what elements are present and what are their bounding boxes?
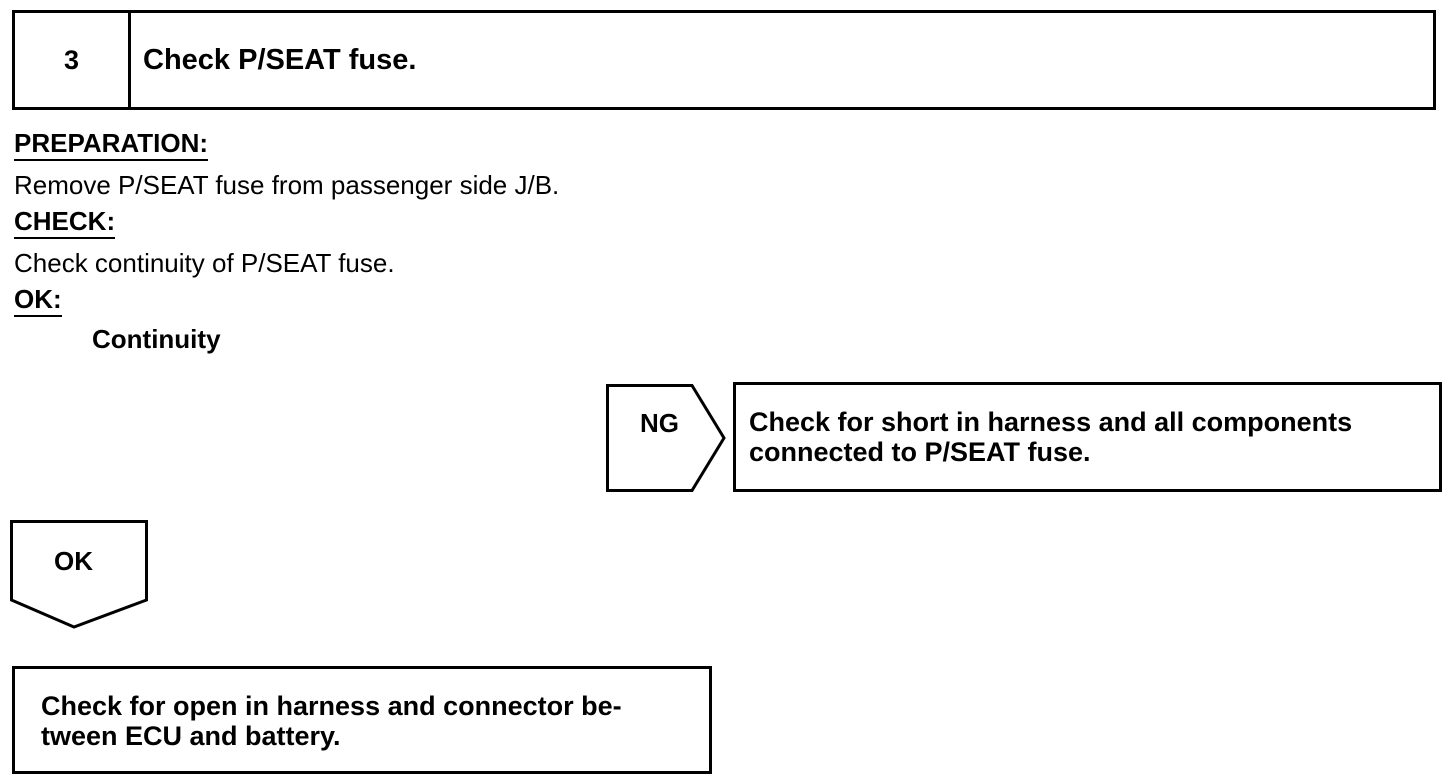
ng-label: NG xyxy=(640,408,679,438)
ok-result-box: Check for open in harness and connector … xyxy=(12,666,712,774)
ok-spec-value: Continuity xyxy=(92,324,221,354)
check-text: Check continuity of P/SEAT fuse. xyxy=(14,248,395,278)
ng-result-line-1: Check for short in harness and all compo… xyxy=(749,407,1353,437)
step-header-box: 3 Check P/SEAT fuse. xyxy=(12,10,1436,110)
ng-result-box: Check for short in harness and all compo… xyxy=(733,382,1442,492)
check-heading: CHECK: xyxy=(14,206,116,239)
ng-arrow-tag: NG xyxy=(606,384,728,492)
ok-spec-heading: OK: xyxy=(14,284,62,317)
step-title: Check P/SEAT fuse. xyxy=(143,43,417,76)
ok-result-line-1: Check for open in harness and connector … xyxy=(41,691,622,721)
ng-result-line-2: connected to P/SEAT fuse. xyxy=(749,437,1091,467)
ok-label: OK xyxy=(54,546,93,576)
step-number: 3 xyxy=(15,13,131,107)
down-arrow-icon xyxy=(10,520,148,629)
ok-result-line-2: tween ECU and battery. xyxy=(41,721,341,751)
ok-arrow-tag: OK xyxy=(10,520,148,630)
preparation-heading: PREPARATION: xyxy=(14,128,209,161)
preparation-text: Remove P/SEAT fuse from passenger side J… xyxy=(14,170,560,200)
right-arrow-icon xyxy=(606,384,726,492)
